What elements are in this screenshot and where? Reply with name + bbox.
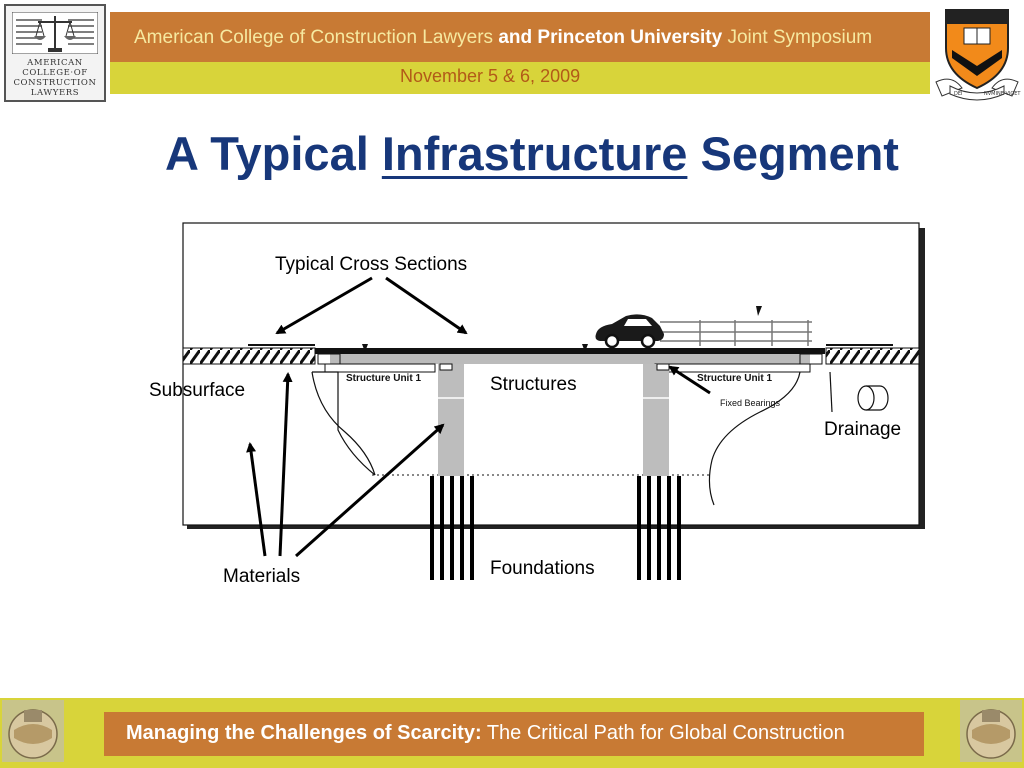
deck-marker <box>756 306 762 316</box>
label-typical-cross-sections: Typical Cross Sections <box>275 254 468 275</box>
label-materials: Materials <box>223 566 301 587</box>
deck-end-right <box>799 353 823 365</box>
shield-ribbon-left: DEI <box>954 91 962 97</box>
drainage-pipe-icon <box>857 385 889 411</box>
header-band-orange <box>110 12 930 62</box>
label-foundations: Foundations <box>490 558 595 579</box>
deck-marker <box>582 344 588 352</box>
embankment-left <box>311 371 376 476</box>
wingwall-right <box>829 371 833 413</box>
deck-girder <box>330 354 810 364</box>
subsurface-hatch-right <box>825 347 920 365</box>
diagram-frame <box>182 222 920 526</box>
abutment-left-outline <box>312 371 376 476</box>
piles-right <box>637 476 681 580</box>
title-suffix: Segment <box>687 127 899 180</box>
footer-tagline-bold: Managing the Challenges of Scarcity: <box>126 722 482 744</box>
symposium-title: American College of Construction Lawyers… <box>134 27 872 49</box>
label-structures: Structures <box>490 374 577 395</box>
pier-left <box>438 364 464 476</box>
logo-text-line: COLLEGE·OF <box>22 68 88 78</box>
bridge-deck <box>315 348 825 354</box>
piles-left <box>430 476 474 580</box>
label-subsurface: Subsurface <box>149 380 246 401</box>
arrow-fixed-bearings <box>668 365 711 395</box>
logo-text-line: LAWYERS <box>30 88 80 98</box>
label-drainage: Drainage <box>824 419 902 440</box>
symposium-date: November 5 & 6, 2009 <box>400 66 581 86</box>
logo-text-line: AMERICAN <box>27 58 83 68</box>
arrow-materials-subsurface <box>246 442 267 557</box>
title-prefix: A Typical <box>165 127 382 180</box>
label-structure-unit-left: Structure Unit 1 <box>346 373 422 384</box>
guard-rail <box>660 320 812 346</box>
arrow-materials-abutment <box>278 372 293 557</box>
logo-text-line: CONSTRUCTION <box>13 78 97 88</box>
abutment-cap-left <box>324 363 436 373</box>
joint-text: and Princeton University <box>498 27 723 48</box>
label-fixed-bearings: Fixed Bearings <box>720 398 781 408</box>
arrow-materials-pier <box>295 423 445 558</box>
slide-title: A Typical Infrastructure Segment <box>0 126 1024 181</box>
acl-logo: AMERICAN COLLEGE·OF CONSTRUCTION LAWYERS <box>4 4 106 102</box>
princeton-shield-icon: DEI NVMINE VIGET <box>935 9 1021 101</box>
subsurface-hatch-left <box>182 347 316 365</box>
bearing-right <box>656 363 670 371</box>
car-icon <box>595 314 664 349</box>
event-name: Joint Symposium <box>727 27 873 48</box>
label-structure-unit-right: Structure Unit 1 <box>697 373 773 384</box>
globe-icon <box>960 700 1022 762</box>
arrow-cross-section-left <box>275 276 373 335</box>
org-name: American College of Construction Lawyers <box>134 27 494 48</box>
deck-marker <box>362 344 368 352</box>
annotation-arrows <box>246 276 711 558</box>
title-emphasis: Infrastructure <box>381 127 688 180</box>
pier-right <box>643 364 669 476</box>
arrow-cross-section-right <box>385 276 468 335</box>
scales-of-justice-icon <box>12 12 98 54</box>
header-band-yellow <box>110 62 930 94</box>
footer-bar <box>104 712 924 756</box>
embankment-right <box>708 371 801 506</box>
globe-icon <box>2 700 64 762</box>
shield-ribbon-right: NVMINE VIGET <box>984 91 1021 97</box>
footer-tagline: Managing the Challenges of Scarcity: The… <box>126 722 845 745</box>
footer-tagline-rest: The Critical Path for Global Constructio… <box>481 722 845 744</box>
bearing-left <box>439 363 453 371</box>
